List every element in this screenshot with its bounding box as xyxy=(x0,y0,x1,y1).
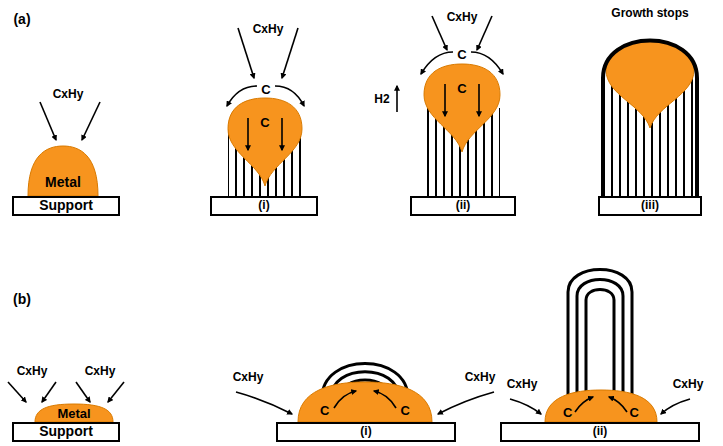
carbon-label: C xyxy=(320,404,329,418)
diffusion-arrow xyxy=(575,397,593,412)
diffusion-arrow xyxy=(374,391,396,408)
metal-particle: CC xyxy=(298,382,432,422)
gas-label: H2 xyxy=(374,93,389,106)
text-holder: (ii) xyxy=(502,424,698,440)
metal-particle: C xyxy=(228,98,302,186)
diffusion-arrow xyxy=(478,84,480,116)
text-holder: (i) xyxy=(278,424,454,440)
text-holder: C xyxy=(228,98,302,186)
feed-arrow xyxy=(510,399,541,414)
text-holder: Metal xyxy=(35,404,113,422)
carbon-label: C xyxy=(261,83,270,97)
particle-outline xyxy=(424,64,500,152)
support-label: (i) xyxy=(360,425,371,438)
text-holder: (i) xyxy=(212,198,316,214)
gas-label: CxHy xyxy=(253,23,284,36)
particle-outline xyxy=(545,390,657,422)
support-substrate: (iii) xyxy=(598,196,702,216)
feed-arrow xyxy=(477,16,492,50)
text-holder: C xyxy=(424,64,500,152)
feed-arrow xyxy=(438,392,494,414)
carbon-label: C xyxy=(260,116,269,130)
hydrogen-arrow xyxy=(396,86,398,112)
feed-arrow xyxy=(108,382,124,402)
metal-label: Metal xyxy=(45,175,81,190)
particle-outline xyxy=(298,382,432,422)
support-label: (ii) xyxy=(456,199,471,212)
nanotube xyxy=(577,280,623,403)
diffusion-arrow xyxy=(334,391,356,408)
metal-particle: CC xyxy=(545,390,657,422)
panel-label: (a) xyxy=(13,12,30,27)
carbon-label: C xyxy=(401,404,410,418)
feed-arrow xyxy=(236,392,292,414)
diffusion-arrow xyxy=(609,397,627,412)
nanotube xyxy=(586,290,614,403)
metal-fill xyxy=(545,390,657,422)
text-holder: (ii) xyxy=(412,198,514,214)
support-label: (ii) xyxy=(593,425,608,438)
gas-label: CxHy xyxy=(507,378,538,391)
support-label: Support xyxy=(39,198,93,213)
feed-arrow xyxy=(82,102,100,140)
gas-label: CxHy xyxy=(17,365,48,378)
metal-catalyst: Metal xyxy=(35,404,113,422)
gas-label: CxHy xyxy=(233,371,264,384)
gas-label: CxHy xyxy=(85,365,116,378)
support-substrate: Support xyxy=(12,422,120,442)
support-label: (i) xyxy=(258,199,269,212)
metal-catalyst: Metal xyxy=(28,146,98,196)
diffusion-arrow xyxy=(281,118,283,150)
support-label: Support xyxy=(39,424,93,439)
text-holder: Metal xyxy=(28,146,98,196)
feed-arrow xyxy=(40,102,56,140)
gas-label: CxHy xyxy=(53,88,84,101)
carbon-label: C xyxy=(457,82,466,96)
support-substrate: (i) xyxy=(276,422,456,442)
metal-fill xyxy=(228,98,302,186)
diffusion-arrow xyxy=(247,118,249,150)
text-holder: Support xyxy=(14,424,118,440)
support-substrate: (ii) xyxy=(500,422,700,442)
feed-arrow xyxy=(238,28,254,78)
metal-fill xyxy=(35,404,113,422)
text-holder: Support xyxy=(14,198,118,214)
gas-label: CxHy xyxy=(673,378,704,391)
metal-label: Metal xyxy=(57,407,90,421)
panel-label: (b) xyxy=(13,292,31,307)
carbon-label: C xyxy=(457,48,466,62)
gas-label: CxHy xyxy=(447,11,478,24)
feed-arrow xyxy=(42,382,56,402)
carbon-label: C xyxy=(563,406,572,420)
gas-label: CxHy xyxy=(465,371,496,384)
particle-outline xyxy=(228,98,302,186)
text-holder: CC xyxy=(298,382,432,422)
metal-particle xyxy=(606,41,694,128)
support-substrate: Support xyxy=(12,196,120,216)
carbon-cap xyxy=(603,41,697,197)
support-label: (iii) xyxy=(641,199,659,212)
diffusion-arrow xyxy=(444,84,446,116)
carbon-label: C xyxy=(630,406,639,420)
nanotube xyxy=(568,270,632,403)
feed-arrow xyxy=(76,382,90,402)
text-holder: (iii) xyxy=(600,198,700,214)
support-substrate: (i) xyxy=(210,196,318,216)
feed-arrow xyxy=(282,28,298,78)
metal-fill xyxy=(298,382,432,422)
feed-arrow xyxy=(661,399,690,414)
support-substrate: (ii) xyxy=(410,196,516,216)
metal-particle: C xyxy=(424,64,500,152)
feed-arrow xyxy=(8,382,26,402)
metal-fill xyxy=(424,64,500,152)
metal-fill xyxy=(28,146,98,196)
stage-note: Growth stops xyxy=(611,7,688,20)
feed-arrow xyxy=(432,16,447,50)
text-holder: CC xyxy=(545,390,657,422)
